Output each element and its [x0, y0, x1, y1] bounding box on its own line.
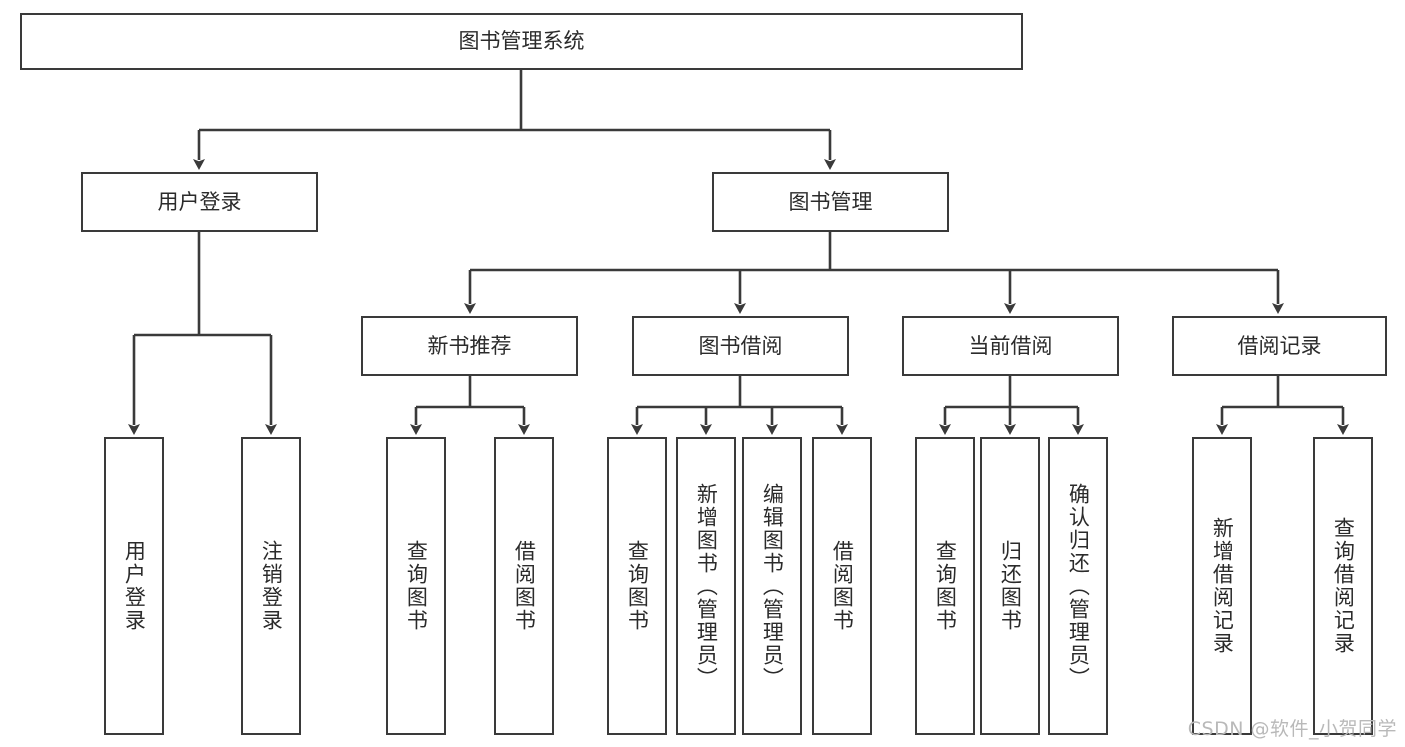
- leaf-label: 新增借阅记录: [1210, 517, 1235, 655]
- leaf-label: 用户登录: [122, 540, 147, 632]
- watermark-text: CSDN @软件_小贺同学: [1187, 718, 1397, 740]
- leaf-label: 查询借阅记录: [1331, 517, 1356, 655]
- node-leaf-query-book-1[interactable]: 查询图书: [386, 437, 446, 735]
- leaf-label: 查询图书: [933, 540, 958, 632]
- node-user-login[interactable]: 用户登录: [81, 172, 318, 232]
- node-leaf-borrow-book-1[interactable]: 借阅图书: [494, 437, 554, 735]
- node-leaf-query-book-2[interactable]: 查询图书: [607, 437, 667, 735]
- node-leaf-add-record[interactable]: 新增借阅记录: [1192, 437, 1252, 735]
- node-leaf-query-book-3[interactable]: 查询图书: [915, 437, 975, 735]
- node-book-borrow[interactable]: 图书借阅: [632, 316, 849, 376]
- leaf-label: 注销登录: [259, 540, 284, 632]
- leaf-label: 查询图书: [404, 540, 429, 632]
- node-current-borrow[interactable]: 当前借阅: [902, 316, 1119, 376]
- leaf-label: 编辑图书（管理员）: [760, 482, 785, 690]
- node-leaf-user-login[interactable]: 用户登录: [104, 437, 164, 735]
- node-leaf-confirm-return[interactable]: 确认归还（管理员）: [1048, 437, 1108, 735]
- node-leaf-borrow-book-2[interactable]: 借阅图书: [812, 437, 872, 735]
- node-root-system[interactable]: 图书管理系统: [20, 13, 1023, 70]
- node-leaf-add-book[interactable]: 新增图书（管理员）: [676, 437, 736, 735]
- node-leaf-query-record[interactable]: 查询借阅记录: [1313, 437, 1373, 735]
- node-book-manage[interactable]: 图书管理: [712, 172, 949, 232]
- node-leaf-logout-login[interactable]: 注销登录: [241, 437, 301, 735]
- node-leaf-return-book[interactable]: 归还图书: [980, 437, 1040, 735]
- leaf-label: 借阅图书: [830, 540, 855, 632]
- node-borrow-record[interactable]: 借阅记录: [1172, 316, 1387, 376]
- leaf-label: 新增图书（管理员）: [694, 482, 719, 690]
- leaf-label: 归还图书: [998, 540, 1023, 632]
- node-leaf-edit-book[interactable]: 编辑图书（管理员）: [742, 437, 802, 735]
- node-new-book-recommend[interactable]: 新书推荐: [361, 316, 578, 376]
- leaf-label: 确认归还（管理员）: [1066, 482, 1091, 690]
- leaf-label: 借阅图书: [512, 540, 537, 632]
- leaf-label: 查询图书: [625, 540, 650, 632]
